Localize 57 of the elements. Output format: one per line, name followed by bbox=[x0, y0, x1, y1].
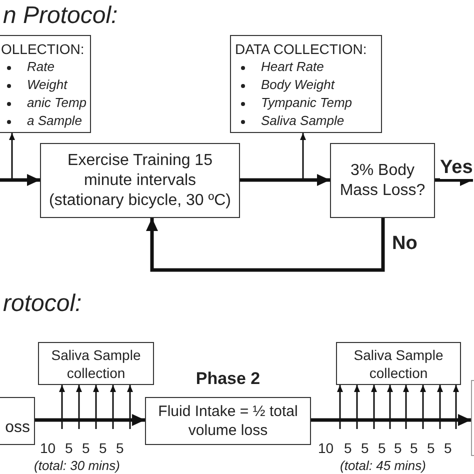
arrow bbox=[453, 385, 459, 429]
duration-note: (total: 45 mins) bbox=[340, 458, 426, 473]
data-collection-box bbox=[230, 35, 382, 133]
arrow bbox=[387, 385, 393, 429]
arrow bbox=[93, 385, 99, 429]
phase-heading: Phase 2 bbox=[194, 369, 262, 389]
arrow bbox=[337, 385, 343, 429]
arrow bbox=[146, 218, 385, 272]
process-box: Exercise Training 15 minute intervals (stationary bicycle, 30 ºC) bbox=[40, 143, 240, 218]
list-heading: DATA COLLECTION: bbox=[235, 41, 368, 58]
interval-number: 10 bbox=[318, 440, 334, 456]
interval-number: 10 bbox=[40, 440, 56, 456]
list-item: Tympanic Temp bbox=[261, 95, 352, 110]
arrow bbox=[9, 133, 15, 180]
process-box: Fluid Intake = ½ total volume loss bbox=[145, 397, 311, 445]
arrow bbox=[0, 174, 40, 186]
list-item: Saliva Sample bbox=[261, 113, 344, 128]
section-title: n Protocol: bbox=[3, 2, 118, 30]
interval-number: 5 bbox=[394, 440, 402, 456]
arrow bbox=[300, 133, 306, 180]
arrow bbox=[371, 385, 377, 429]
arrow bbox=[240, 174, 330, 186]
arrow bbox=[437, 385, 443, 429]
interval-number: 5 bbox=[427, 440, 435, 456]
duration-note: (total: 30 mins) bbox=[34, 458, 120, 473]
data-collection-box bbox=[0, 35, 91, 133]
arrow bbox=[110, 385, 116, 429]
list-item: Heart Rate bbox=[261, 59, 324, 74]
arrow bbox=[420, 385, 426, 429]
arrow bbox=[127, 385, 133, 429]
note-box: Saliva Sample collection bbox=[38, 342, 154, 385]
interval-number: 5 bbox=[344, 440, 352, 456]
interval-number: 5 bbox=[82, 440, 90, 456]
arrow bbox=[35, 414, 145, 426]
list-item: anic Temp bbox=[27, 95, 86, 110]
interval-number: 5 bbox=[410, 440, 418, 456]
arrow bbox=[403, 385, 409, 429]
decision-box: 3% Body Mass Loss? bbox=[330, 143, 435, 218]
list-item: Rate bbox=[27, 59, 54, 74]
process-box: oss bbox=[0, 397, 35, 445]
list-item: a Sample bbox=[27, 113, 82, 128]
note-box: Saliva Sample collection bbox=[336, 342, 461, 385]
interval-number: 5 bbox=[361, 440, 369, 456]
section-title: rotocol: bbox=[3, 290, 82, 318]
list-heading: OLLECTION: bbox=[1, 41, 86, 58]
arrow bbox=[354, 385, 360, 429]
edge-label: Yes bbox=[440, 157, 473, 179]
interval-number: 5 bbox=[65, 440, 73, 456]
list-item: Weight bbox=[27, 77, 68, 92]
interval-number: 5 bbox=[444, 440, 452, 456]
interval-number: 5 bbox=[116, 440, 124, 456]
interval-number: 5 bbox=[378, 440, 386, 456]
arrow bbox=[311, 414, 471, 426]
arrow bbox=[76, 385, 82, 429]
arrow bbox=[59, 385, 65, 429]
list-item: Body Weight bbox=[261, 77, 334, 92]
interval-number: 5 bbox=[99, 440, 107, 456]
